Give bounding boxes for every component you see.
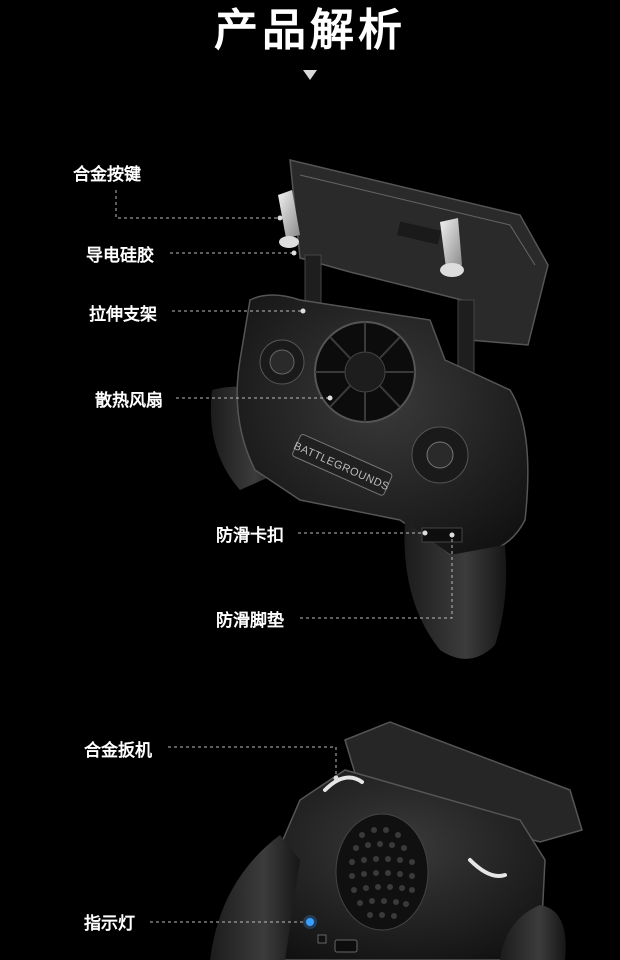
triangle-down-icon [303,70,317,80]
alloy-button-right [440,218,462,268]
vent-grille [335,813,429,931]
anti-slip-clip [421,527,463,543]
label-anti-slip-clip: 防滑卡扣 [216,526,284,546]
indicator-led [306,918,314,926]
gamepad-front: BATTLEGROUNDS [210,159,549,659]
label-alloy-trigger: 合金扳机 [84,741,152,761]
label-indicator-light: 指示灯 [84,914,135,934]
page-title: 产品解析 [214,5,406,56]
back-grip-right [500,905,566,960]
back-grip-left [210,835,300,960]
grip-right [404,520,507,659]
label-cooling-fan: 散热风扇 [95,391,163,411]
leader-lines-bottom [150,746,337,923]
usb-port [334,939,358,953]
gamepad-back [210,721,583,960]
gamepad-body [236,294,529,557]
alloy-button-left [278,190,300,238]
label-stretch-bracket: 拉伸支架 [89,305,157,325]
label-anti-slip-pad: 防滑脚垫 [216,611,284,631]
leader-lines-top [115,190,453,619]
label-alloy-button: 合金按键 [73,165,141,185]
cooling-fan [314,321,416,423]
label-conductive-silicone: 导电硅胶 [86,246,154,266]
alloy-trigger [323,775,364,792]
